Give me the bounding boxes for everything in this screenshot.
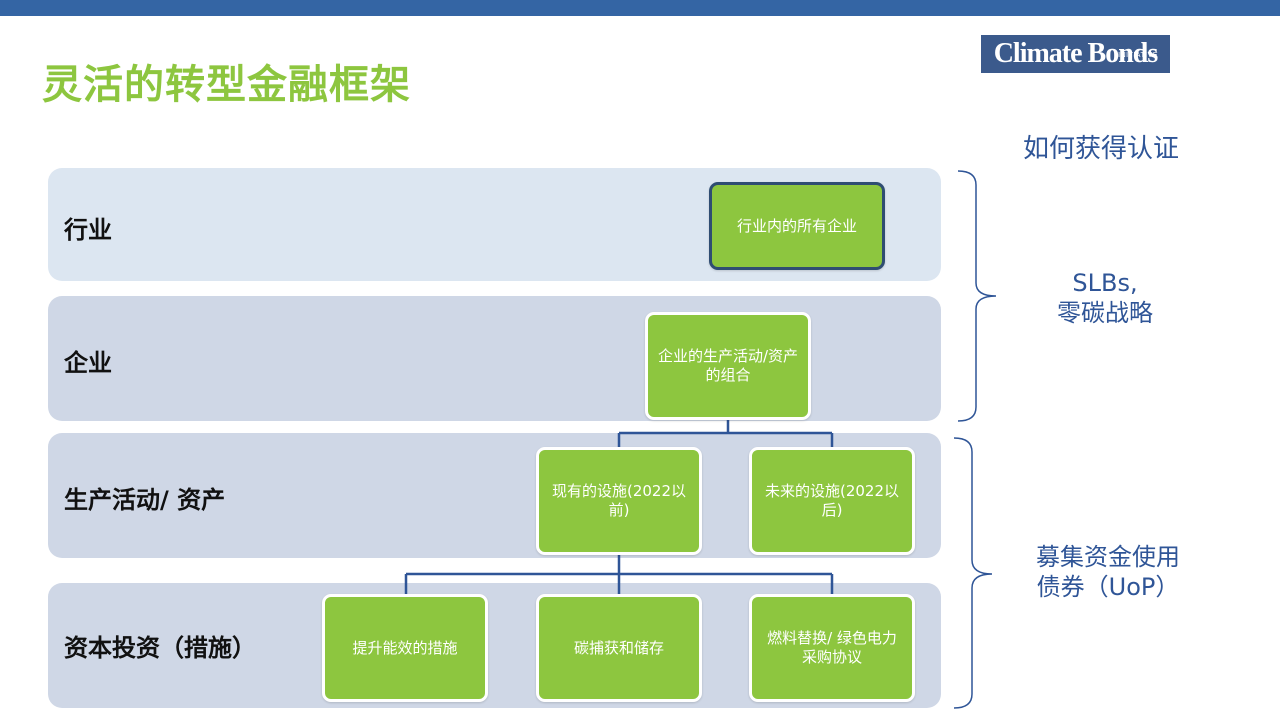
- uop-label: 募集资金使用 债券（UoP）: [1018, 542, 1198, 602]
- row-label-capex: 资本投资（措施）: [64, 634, 256, 662]
- row-label-industry: 行业: [64, 216, 112, 244]
- logo-superscript: INITIATIVE: [1118, 52, 1158, 59]
- node-carbon-capture: 碳捕获和储存: [536, 594, 702, 702]
- node-energy-efficiency: 提升能效的措施: [322, 594, 488, 702]
- node-portfolio: 企业的生产活动/资产的组合: [645, 312, 811, 420]
- connector-existing: [404, 553, 834, 595]
- uop-line2: 债券（UoP）: [1036, 573, 1180, 601]
- certification-heading: 如何获得认证: [1023, 134, 1180, 164]
- row-label-enterprise: 企业: [64, 349, 112, 377]
- row-label-activity: 生产活动/ 资产: [64, 486, 226, 514]
- node-fuel-switch: 燃料替换/ 绿色电力采购协议: [749, 594, 915, 702]
- climate-bonds-logo: Climate Bonds INITIATIVE: [981, 35, 1170, 73]
- page-title: 灵活的转型金融框架: [42, 62, 411, 108]
- node-existing-facilities: 现有的设施(2022以前): [536, 447, 702, 555]
- uop-line1: 募集资金使用: [1036, 543, 1180, 571]
- node-future-facilities: 未来的设施(2022以后): [749, 447, 915, 555]
- connector-portfolio: [617, 419, 834, 448]
- slb-line2: 零碳战略: [1057, 299, 1153, 327]
- brace-upper: [957, 170, 997, 422]
- slb-label: SLBs, 零碳战略: [1030, 268, 1180, 328]
- node-all-enterprises: 行业内的所有企业: [709, 182, 885, 270]
- logo-text: Climate Bonds: [993, 38, 1159, 69]
- top-bar: [0, 0, 1280, 16]
- slb-line1: SLBs,: [1072, 269, 1138, 297]
- brace-lower: [953, 437, 993, 709]
